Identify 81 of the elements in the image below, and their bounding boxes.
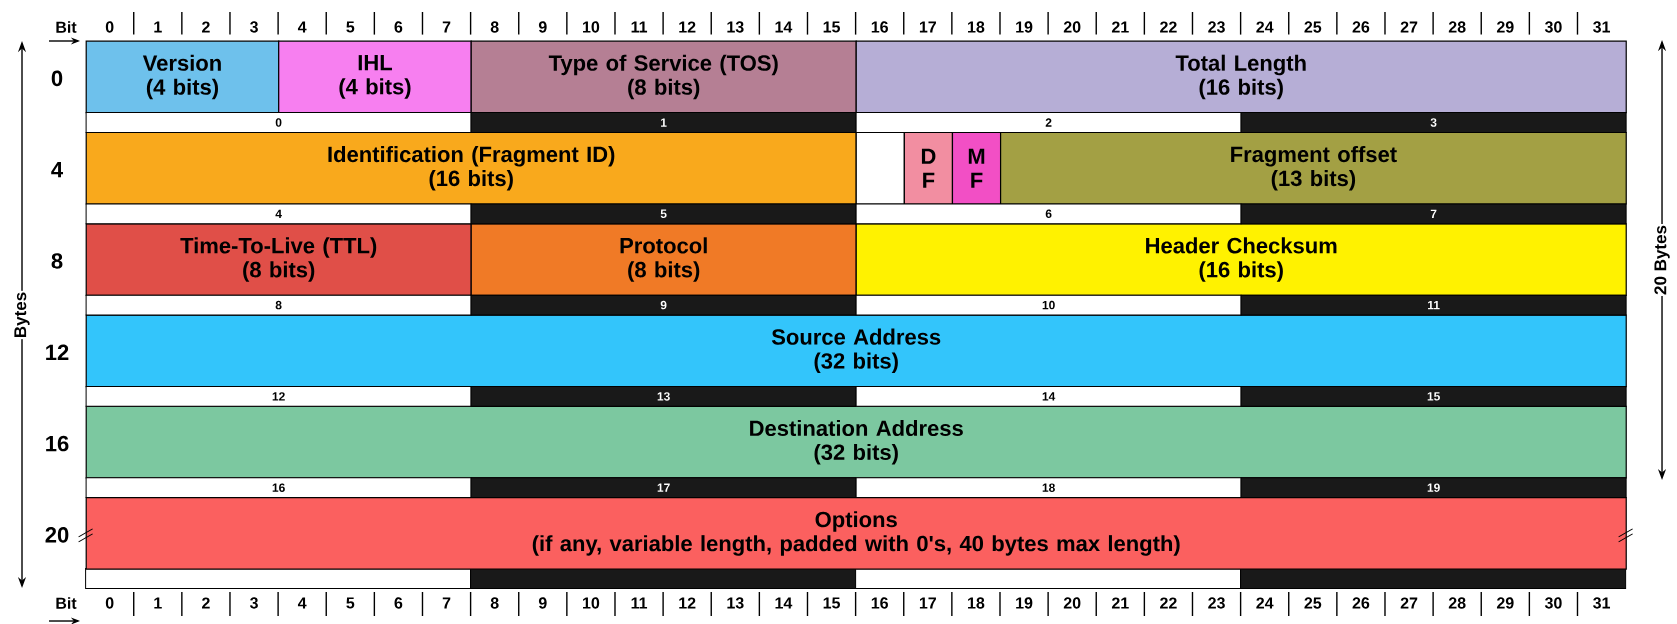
bit-number: 10 — [583, 597, 600, 609]
row-offset: 0 — [51, 70, 63, 87]
bit-number: 6 — [394, 597, 403, 609]
reserved-bit-box — [855, 131, 905, 205]
bit-number: 2 — [202, 597, 210, 609]
field-box: Time-To-Live (TTL) (8 bits) — [85, 223, 472, 296]
field-box: Type of Service (TOS) (8 bits) — [470, 40, 857, 114]
bit-number: 19 — [1016, 597, 1033, 609]
bit-number: 16 — [871, 597, 888, 609]
bit-number: 8 — [490, 21, 499, 33]
bit-number: 24 — [1256, 597, 1274, 609]
flag-box: D F — [903, 131, 954, 205]
bit-label: Bit — [56, 597, 77, 609]
bit-number: 22 — [1160, 597, 1177, 609]
bit-number: 28 — [1448, 597, 1466, 609]
flag-box: M F — [951, 131, 1002, 205]
bit-number: 4 — [297, 597, 307, 609]
byte-number-cell: 16 — [85, 477, 472, 499]
field-box: Identification (Fragment ID) (16 bits) — [85, 131, 857, 205]
byte-number-cell: 4 — [85, 203, 472, 225]
byte-number-cell: 7 — [1240, 203, 1627, 225]
bit-number: 14 — [775, 597, 793, 609]
bit-number: 15 — [823, 21, 840, 33]
byte-number-cell: 1 — [470, 112, 857, 133]
field-box: Total Length (16 bits) — [855, 40, 1627, 114]
axis-label: Bytes — [13, 290, 31, 340]
bit-number: 11 — [631, 597, 648, 609]
bit-number: 13 — [727, 597, 744, 609]
bit-number: 7 — [442, 597, 451, 609]
bit-number: 30 — [1544, 597, 1562, 609]
field-box: Version (4 bits) — [85, 40, 280, 114]
byte-number-cell: 17 — [470, 477, 857, 499]
bit-number: 26 — [1352, 597, 1370, 609]
byte-number-cell: 5 — [470, 203, 857, 225]
field-box: IHL (4 bits) — [278, 40, 472, 114]
byte-number-cell: 8 — [85, 294, 472, 316]
byte-number-cell: 19 — [1240, 477, 1627, 499]
field-box: Fragment offset (13 bits) — [1000, 131, 1627, 205]
bit-number: 16 — [871, 21, 888, 33]
bit-number: 15 — [823, 597, 840, 609]
bit-number: 4 — [297, 21, 307, 33]
byte-number-cell: 15 — [1240, 386, 1627, 407]
byte-number-cell: 14 — [855, 386, 1242, 407]
byte-number-cell: 11 — [1240, 294, 1627, 316]
row-offset: 8 — [51, 253, 63, 269]
byte-number-cell: 0 — [85, 112, 472, 133]
bit-number: 0 — [105, 597, 114, 609]
bit-number: 23 — [1208, 597, 1225, 609]
bit-number: 25 — [1304, 597, 1322, 609]
bit-number: 8 — [490, 597, 499, 609]
byte-number-cell: 13 — [470, 386, 857, 407]
row-offset: 4 — [51, 162, 63, 178]
row-offset: 12 — [46, 344, 69, 360]
bit-number: 17 — [919, 597, 936, 609]
bit-number: 5 — [346, 597, 355, 609]
field-box: Destination Address (32 bits) — [85, 405, 1627, 479]
field-box: Header Checksum (16 bits) — [855, 223, 1627, 296]
bit-number: 12 — [679, 597, 696, 609]
bit-number: 20 — [1063, 597, 1081, 609]
row-offset: 16 — [46, 435, 69, 452]
axis-label: 20 Bytes — [1653, 224, 1671, 296]
bit-number: 3 — [249, 597, 258, 609]
bit-number: 21 — [1111, 597, 1129, 609]
bit-number: 7 — [442, 21, 451, 33]
bit-number: 3 — [249, 21, 258, 33]
byte-number-cell: 18 — [855, 477, 1242, 499]
field-box: Options (if any, variable length, padded with 0's, 40 bytes max length) — [85, 497, 1627, 570]
bit-number: 29 — [1496, 597, 1514, 609]
byte-number-cell: 9 — [470, 294, 857, 316]
bit-number: 18 — [968, 597, 985, 609]
field-box: Protocol (8 bits) — [470, 223, 857, 296]
byte-number-cell: 3 — [1240, 112, 1627, 133]
bit-label: Bit — [56, 21, 77, 33]
byte-number-cell: 12 — [85, 386, 472, 407]
field-box: Source Address (32 bits) — [85, 314, 1627, 388]
row-offset: 20 — [45, 527, 69, 543]
byte-number-cell: 10 — [855, 294, 1242, 316]
bit-number: 27 — [1400, 597, 1418, 609]
bit-number: 1 — [154, 597, 162, 609]
bit-number: 9 — [538, 597, 547, 609]
bit-number: 31 — [1593, 597, 1610, 609]
